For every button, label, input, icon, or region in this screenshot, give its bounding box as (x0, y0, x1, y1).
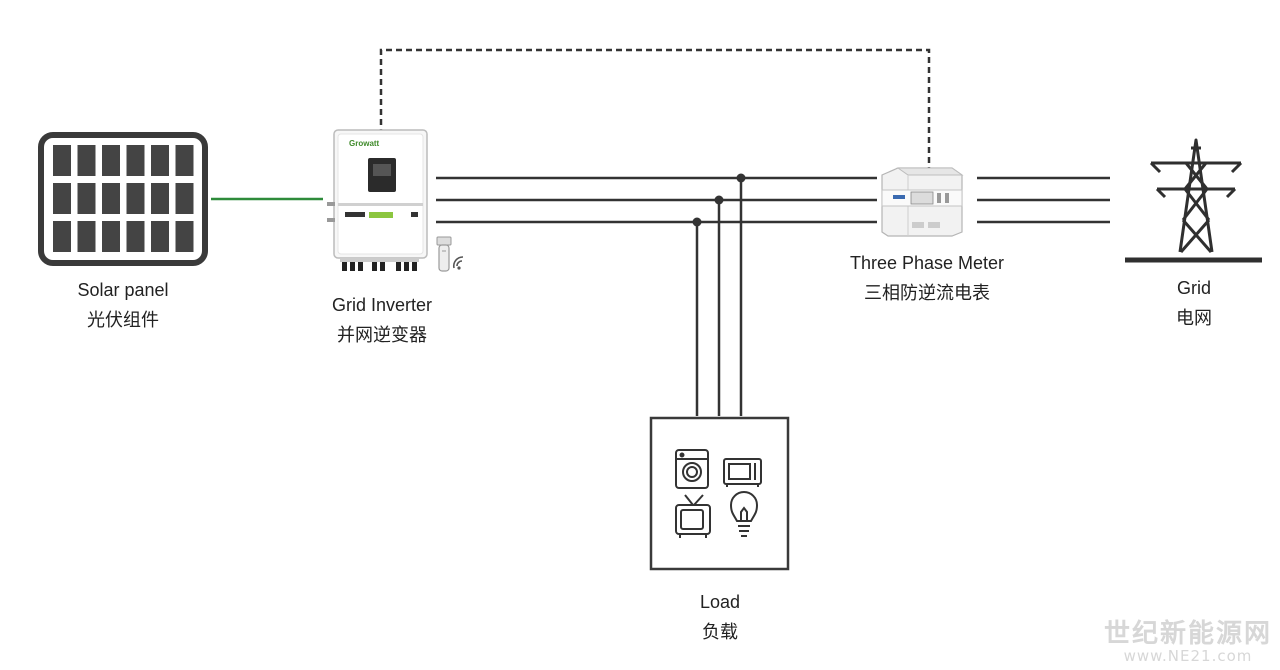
inverter-brand: Growatt (349, 139, 380, 148)
solar-cell (175, 145, 194, 176)
solar-cell (102, 221, 120, 252)
load-label-cn: 负载 (701, 622, 738, 642)
inverter-connector (358, 262, 363, 271)
grid-inverter-label: Grid Inverter 并网逆变器 (332, 290, 432, 350)
load-box (649, 416, 790, 571)
load-label-en: Load (699, 592, 741, 612)
inverter-connector (396, 262, 401, 271)
solar-cell (77, 145, 96, 176)
grid-inverter-label-en: Grid Inverter (331, 295, 433, 315)
inverter-connector (350, 262, 355, 271)
inverter-connector (380, 262, 385, 271)
grid-label-cn: 电网 (1176, 308, 1212, 328)
ac-lines-to-load (695, 178, 743, 416)
solar-panel-icon (38, 132, 208, 266)
grid-inverter-label-cn: 并网逆变器 (337, 325, 427, 345)
meter-label-cn: 三相防逆流电表 (863, 283, 990, 303)
washing-machine-icon (675, 449, 709, 489)
transmission-tower-icon (1125, 138, 1262, 263)
solar-cell (126, 145, 145, 176)
solar-panel-label: Solar panel 光伏组件 (77, 275, 168, 335)
grid-label-en: Grid (1176, 278, 1211, 298)
solar-cell (126, 221, 145, 252)
inverter-connector (372, 262, 377, 271)
solar-cell (102, 145, 120, 176)
tv-icon (675, 494, 711, 538)
grid-label: Grid 电网 (1176, 273, 1212, 333)
wifi-dongle-icon (436, 236, 464, 272)
junction-dots (692, 173, 746, 227)
ac-lines-to-grid (977, 176, 1110, 224)
microwave-icon (723, 458, 762, 487)
meter-display (910, 191, 934, 205)
load-label: Load 负载 (700, 587, 740, 647)
solar-panel-label-en: Solar panel (77, 280, 169, 300)
ac-lines-to-meter (436, 176, 877, 224)
watermark-url: www.NE21.com (1123, 647, 1253, 665)
solar-cell (77, 183, 96, 214)
meter-label: Three Phase Meter 三相防逆流电表 (850, 248, 1004, 308)
solar-cell (175, 183, 194, 214)
solar-cell (53, 145, 71, 176)
inverter-connector (342, 262, 347, 271)
solar-cell (151, 145, 169, 176)
solar-cell (77, 221, 96, 252)
watermark-cn: 世纪新能源网 (1103, 619, 1272, 649)
solar-cell (53, 221, 71, 252)
inverter-icon: Growatt (327, 129, 464, 272)
watermark: 世纪新能源网 www.NE21.com (1104, 621, 1272, 664)
solar-cell (151, 221, 169, 252)
communication-line (379, 48, 931, 168)
solar-panel-label-cn: 光伏组件 (86, 310, 159, 330)
solar-cell (175, 221, 194, 252)
solar-cell (126, 183, 145, 214)
light-bulb-icon (729, 491, 759, 537)
inverter-connector (412, 262, 417, 271)
inverter-connector (404, 262, 409, 271)
inverter-green-strip (369, 212, 393, 218)
meter-icon (881, 167, 964, 237)
solar-cell (53, 183, 71, 214)
solar-cell (102, 183, 120, 214)
solar-cell (151, 183, 169, 214)
meter-label-en: Three Phase Meter (849, 253, 1005, 273)
